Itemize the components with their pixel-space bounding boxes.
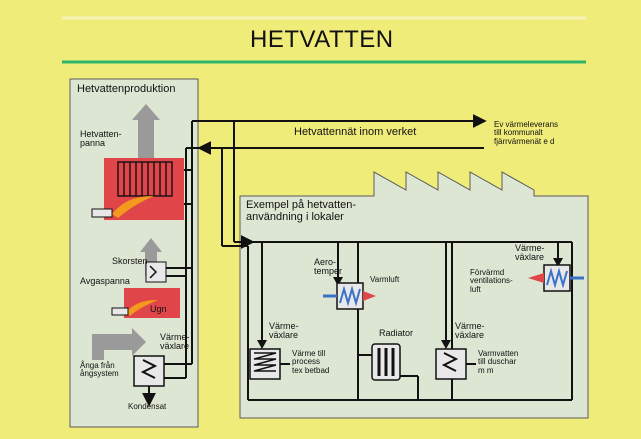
- exhaust-coil-icon: [149, 265, 158, 279]
- steam-inlet-arrow-icon: [92, 328, 146, 360]
- arrow-aerotemper: [333, 277, 343, 286]
- radiator-icon: [371, 343, 401, 381]
- arrow-shower: [441, 340, 451, 349]
- exhaust-boiler-label: Avgaspanna: [80, 276, 130, 286]
- process-coil-icon: [253, 352, 277, 372]
- furnace-flame-icon: [126, 300, 158, 316]
- aerotemper-label: Aero- temper: [314, 257, 343, 277]
- chimney-label: Skorsten: [112, 256, 148, 266]
- usage-building: [239, 171, 589, 419]
- preheated-air-arrow-icon: [528, 273, 544, 283]
- warm-air-arrow-icon: [363, 291, 376, 301]
- preheated-air-label: Förvärmd ventilations- luft: [470, 268, 513, 294]
- condensate-label: Kondensat: [128, 402, 167, 411]
- boiler-label: Hetvatten- panna: [80, 129, 122, 149]
- steam-label: Ånga från ångsystem: [80, 361, 119, 379]
- boiler-flame-icon: [112, 196, 154, 218]
- shower-coil-icon: [441, 352, 459, 372]
- production-heading: Hetvattenproduktion: [77, 83, 176, 95]
- shower-hx-label: Värme- växlare: [455, 321, 485, 341]
- warm-air-label: Varmluft: [370, 275, 400, 284]
- radiator-label: Radiator: [379, 328, 414, 338]
- boiler-burner-icon: [91, 208, 113, 218]
- steam-coil-icon: [140, 359, 158, 379]
- export-label: Ev värmeleverans till kommunalt fjärrvär…: [494, 120, 559, 146]
- process-label: Värme till process tex betbad: [292, 349, 330, 375]
- ventilation-hx-label: Värme- växlare: [515, 243, 545, 263]
- boiler-tubes-icon: [117, 161, 173, 197]
- ventilation-coil-icon: [546, 267, 568, 289]
- boiler-smoke-arrow-icon: [132, 104, 160, 158]
- arrow-ventilation: [553, 258, 563, 267]
- furnace-label: Ugn: [150, 304, 167, 314]
- shower-label: Varmvatten till duschar m m: [478, 349, 519, 375]
- page-title: HETVATTEN: [250, 26, 394, 53]
- steam-hx: [133, 355, 165, 387]
- furnace-burner-icon: [111, 307, 129, 316]
- process-hx-label: Värme- växlare: [269, 321, 299, 341]
- steam-hx-label: Värme- växlare: [160, 332, 190, 352]
- shower-hx: [435, 348, 467, 380]
- network-label: Hetvattennät inom verket: [294, 126, 417, 138]
- usage-heading: Exempel på hetvatten- användning i lokal…: [246, 199, 357, 223]
- aerotemper-coil-icon: [339, 285, 361, 307]
- arrow-process: [257, 340, 267, 349]
